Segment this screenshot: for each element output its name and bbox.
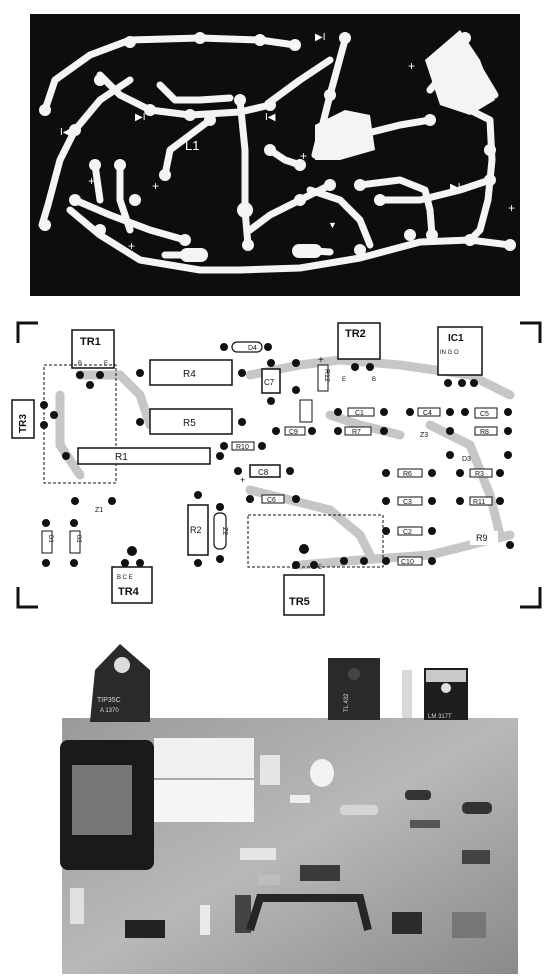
small-label: R11 xyxy=(473,499,485,506)
pcb-copper-pattern: L1 ▶I ▶I ▶I I◀ I◀ + + + + + + + ▼ xyxy=(30,14,520,296)
pcb-plus-mark: + xyxy=(408,59,415,73)
ic1-label: IC1 xyxy=(448,333,464,344)
tr4-outline xyxy=(111,566,153,604)
photo-transistor-tip35c: TIP35C A 1370 xyxy=(90,644,150,722)
small-label: C3 xyxy=(403,499,412,506)
tr5-outline xyxy=(283,574,325,616)
r1-body xyxy=(77,447,211,465)
tr5-pin-e: E xyxy=(318,565,322,571)
assembled-board-photo: TIP35C A 1370 TL 432 LM 317T xyxy=(0,630,551,976)
tip35c-code: A 1370 xyxy=(100,708,119,714)
small-label: R7 xyxy=(352,429,361,436)
small-label: R10 xyxy=(236,444,249,451)
plus-mark: + xyxy=(240,475,245,485)
d3-label: D3 xyxy=(462,456,471,463)
tr2-pin-b: B xyxy=(372,377,376,383)
z2-body xyxy=(213,512,227,550)
tr1-pin-e: E xyxy=(104,361,108,367)
ic1-pins: IN G O xyxy=(440,350,459,356)
pcb-arrow-mark: ▼ xyxy=(328,220,337,230)
photo-regulator-right: LM 317T xyxy=(424,668,468,720)
small-label: C2 xyxy=(403,529,412,536)
small-label: C6 xyxy=(267,497,276,504)
small-label: D1 xyxy=(47,535,53,543)
tr5-label: TR5 xyxy=(289,596,310,608)
r9-label: R9 xyxy=(476,533,488,543)
small-label: R12 xyxy=(323,369,330,382)
pcb-plus-mark: + xyxy=(128,239,135,253)
ic1-outline xyxy=(437,326,483,376)
small-label: D2 xyxy=(75,535,81,543)
pcb-label-l1: L1 xyxy=(185,138,199,153)
small-label: R6 xyxy=(403,471,412,478)
r1-label: R1 xyxy=(115,452,128,463)
pcb-plus-mark: + xyxy=(300,149,307,163)
tr1-pin-b: B xyxy=(78,361,82,367)
pcb-diode-mark: ▶I xyxy=(315,32,325,43)
small-label: C5 xyxy=(480,411,489,418)
d4-body xyxy=(231,341,263,353)
small-label: R8 xyxy=(480,429,489,436)
small-label: C10 xyxy=(401,559,414,566)
tr1-outline xyxy=(71,329,115,369)
small-label: C4 xyxy=(423,410,432,417)
r5-label: R5 xyxy=(183,418,196,429)
r2-body xyxy=(187,504,209,556)
plus-mark: + xyxy=(318,355,324,366)
r2-label: R2 xyxy=(190,525,202,535)
small-label: R3 xyxy=(475,471,484,478)
photo-component-white xyxy=(402,670,412,718)
r5-body xyxy=(149,408,233,435)
mid-transistor-label: TL 432 xyxy=(344,693,350,712)
pcb-diode-mark: I◀ xyxy=(60,127,71,138)
regulator-label: LM 317T xyxy=(428,714,452,720)
c8-body xyxy=(249,464,281,478)
tr2-pin-e: E xyxy=(342,377,346,383)
pcb-diode-mark: ▶I xyxy=(450,182,460,193)
pcb-plus-mark: + xyxy=(292,39,299,53)
small-label: C9 xyxy=(289,429,298,436)
tr4-label: TR4 xyxy=(118,586,140,598)
solder-pads xyxy=(40,343,514,569)
tr1-label: TR1 xyxy=(80,336,101,348)
tr3-outline xyxy=(11,399,35,439)
photo-transformer xyxy=(60,738,254,870)
pcb-diode-mark: I◀ xyxy=(265,112,276,123)
tr3-label: TR3 xyxy=(18,414,29,433)
tr2-outline xyxy=(337,322,381,360)
pcb-plus-mark: + xyxy=(88,174,95,188)
c8-label: C8 xyxy=(258,468,269,477)
pcb-plus-mark: + xyxy=(152,179,159,193)
r4-label: R4 xyxy=(183,369,196,380)
component-layout-diagram: TR1 B E TR2 E B IC1 IN G O TR3 B C E TR4… xyxy=(11,321,542,616)
c7-label: C7 xyxy=(264,378,275,387)
photo-components xyxy=(70,755,492,938)
small-components: C1 C4 C5 R7 R8 R10 C9 C6 R6 R3 C3 R11 C2… xyxy=(41,364,498,566)
r9-box xyxy=(470,531,498,545)
small-label: C1 xyxy=(355,410,364,417)
r4-body xyxy=(149,359,233,386)
d4-label: D4 xyxy=(248,345,257,352)
c7-body xyxy=(261,368,281,394)
corner-marks xyxy=(16,321,542,609)
tr2-label: TR2 xyxy=(345,328,366,340)
photo-transistor-mid: TL 432 xyxy=(328,658,380,720)
tip35c-label: TIP35C xyxy=(97,697,121,704)
z2-label: Z2 xyxy=(221,527,228,535)
z3-label: Z3 xyxy=(420,432,428,439)
z1-label: Z1 xyxy=(95,507,103,514)
pcb-copper-pads xyxy=(39,30,516,262)
pcb-diode-mark: ▶I xyxy=(135,112,145,123)
tr4-pins: B C E xyxy=(117,575,133,581)
pcb-plus-mark: + xyxy=(508,201,515,215)
